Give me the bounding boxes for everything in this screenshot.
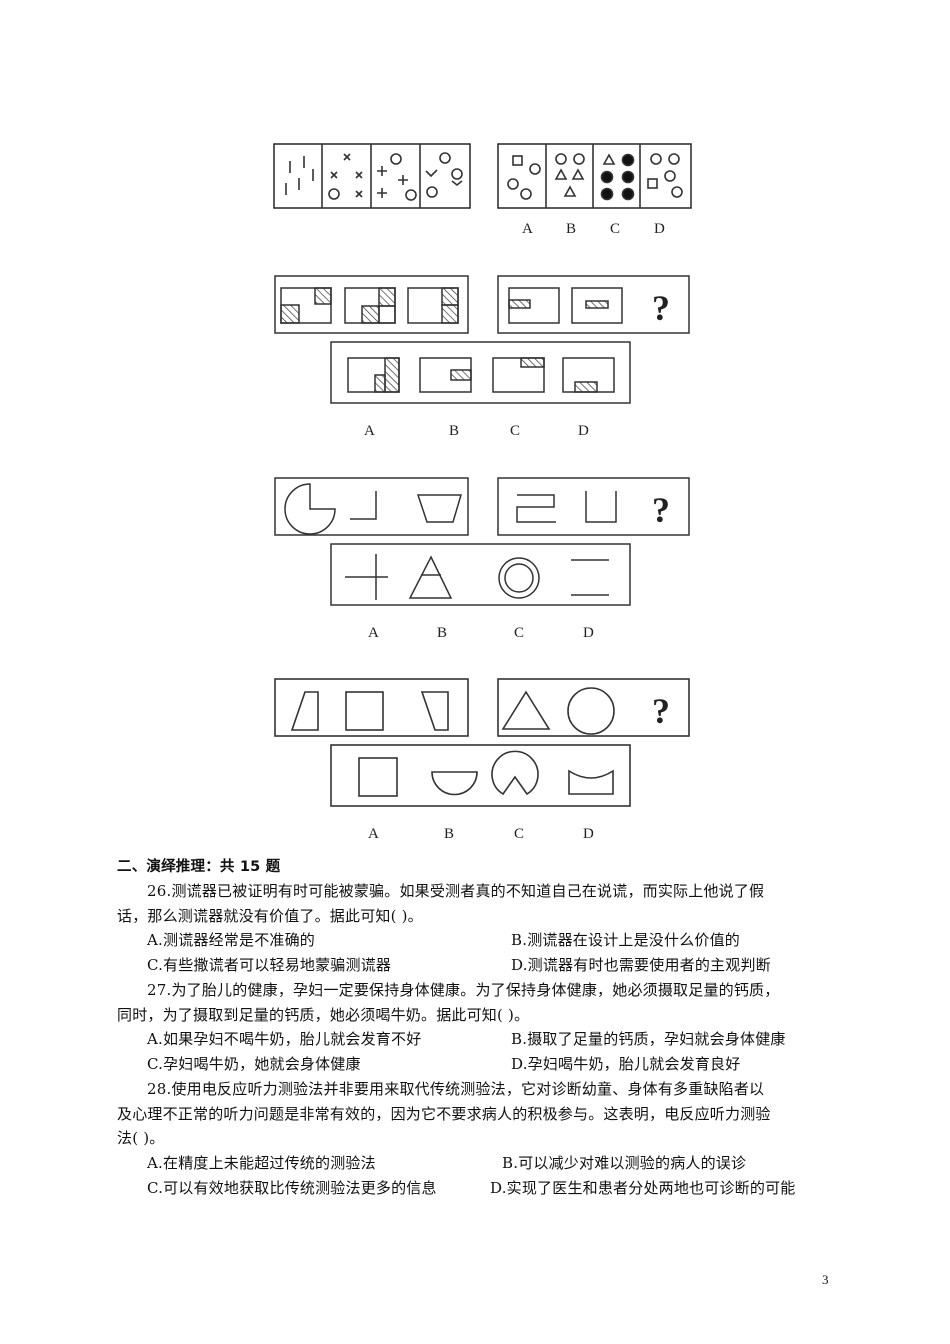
question-27-option-a: A.如果孕妇不喝牛奶，胎儿就会发育不好	[147, 1030, 422, 1048]
fig1-option-c-label: C	[610, 221, 621, 237]
question-26-option-c: C.有些撒谎者可以轻易地蒙骗测谎器	[147, 956, 392, 974]
fig4-option-a-label: A	[368, 826, 379, 842]
fig3-option-b-label: B	[437, 625, 448, 641]
figure-3-drawing: ?	[274, 477, 690, 606]
figure-2-drawing: ?	[274, 275, 690, 404]
fig3-option-d-label: D	[583, 625, 594, 641]
fig4-option-b-label: B	[444, 826, 455, 842]
page-number: 3	[822, 1272, 829, 1287]
question-27-stem-line-2: 同时，为了摄取到足量的钙质，她必须喝牛奶。据此可知( )。	[117, 1006, 530, 1024]
fig2-option-a-label: A	[364, 423, 375, 439]
fig2-option-b-label: B	[449, 423, 460, 439]
fig4-question-mark: ?	[652, 691, 670, 731]
figure-2: ?	[273, 274, 693, 409]
question-26-option-b: B.测谎器在设计上是没什么价值的	[511, 931, 740, 949]
question-28-option-b: B.可以减少对难以测验的病人的误诊	[502, 1154, 747, 1172]
figure-4-drawing: ?	[274, 678, 690, 807]
section-heading: 二、演绎推理：共 15 题	[117, 859, 281, 875]
fig4-option-d-label: D	[583, 826, 594, 842]
fig4-option-c-label: C	[514, 826, 525, 842]
question-26-stem-line-1: 26.测谎器已被证明有时可能被蒙骗。如果受测者真的不知道自己在说谎，而实际上他说…	[147, 882, 765, 900]
question-27-option-b: B.摄取了足量的钙质，孕妇就会身体健康	[511, 1030, 786, 1048]
question-28-option-c: C.可以有效地获取比传统测验法更多的信息	[147, 1179, 437, 1197]
fig2-option-c-label: C	[510, 423, 521, 439]
question-27-option-d: D.孕妇喝牛奶，胎儿就会发育良好	[511, 1055, 741, 1073]
figure-1	[273, 143, 693, 213]
fig2-question-mark: ?	[652, 288, 670, 328]
fig1-option-b-label: B	[566, 221, 577, 237]
question-26-stem-line-2: 话，那么测谎器就没有价值了。据此可知( )。	[117, 907, 423, 925]
fig3-question-mark: ?	[652, 490, 670, 530]
question-28-stem-line-1: 28.使用电反应听力测验法并非要用来取代传统测验法，它对诊断幼童、身体有多重缺陷…	[147, 1080, 765, 1098]
question-28-option-d: D.实现了医生和患者分处两地也可诊断的可能	[490, 1179, 796, 1197]
figure-3: ?	[273, 476, 693, 611]
figure-1-drawing	[273, 143, 692, 209]
fig3-option-a-label: A	[368, 625, 379, 641]
fig1-option-d-label: D	[654, 221, 665, 237]
question-28-stem-line-2: 及心理不正常的听力问题是非常有效的，因为它不要求病人的积极参与。这表明，电反应听…	[117, 1105, 771, 1123]
question-27-stem-line-1: 27.为了胎儿的健康，孕妇一定要保持身体健康。为了保持身体健康，她必须摄取足量的…	[147, 981, 780, 999]
question-28-stem-line-3: 法( )。	[117, 1129, 165, 1147]
figure-4: ?	[273, 677, 693, 812]
fig1-option-a-label: A	[522, 221, 533, 237]
question-26-option-d: D.测谎器有时也需要使用者的主观判断	[511, 956, 771, 974]
question-26-option-a: A.测谎器经常是不准确的	[147, 931, 316, 949]
fig3-option-c-label: C	[514, 625, 525, 641]
fig2-option-d-label: D	[578, 423, 589, 439]
question-28-option-a: A.在精度上未能超过传统的测验法	[147, 1154, 376, 1172]
question-27-option-c: C.孕妇喝牛奶，她就会身体健康	[147, 1055, 361, 1073]
